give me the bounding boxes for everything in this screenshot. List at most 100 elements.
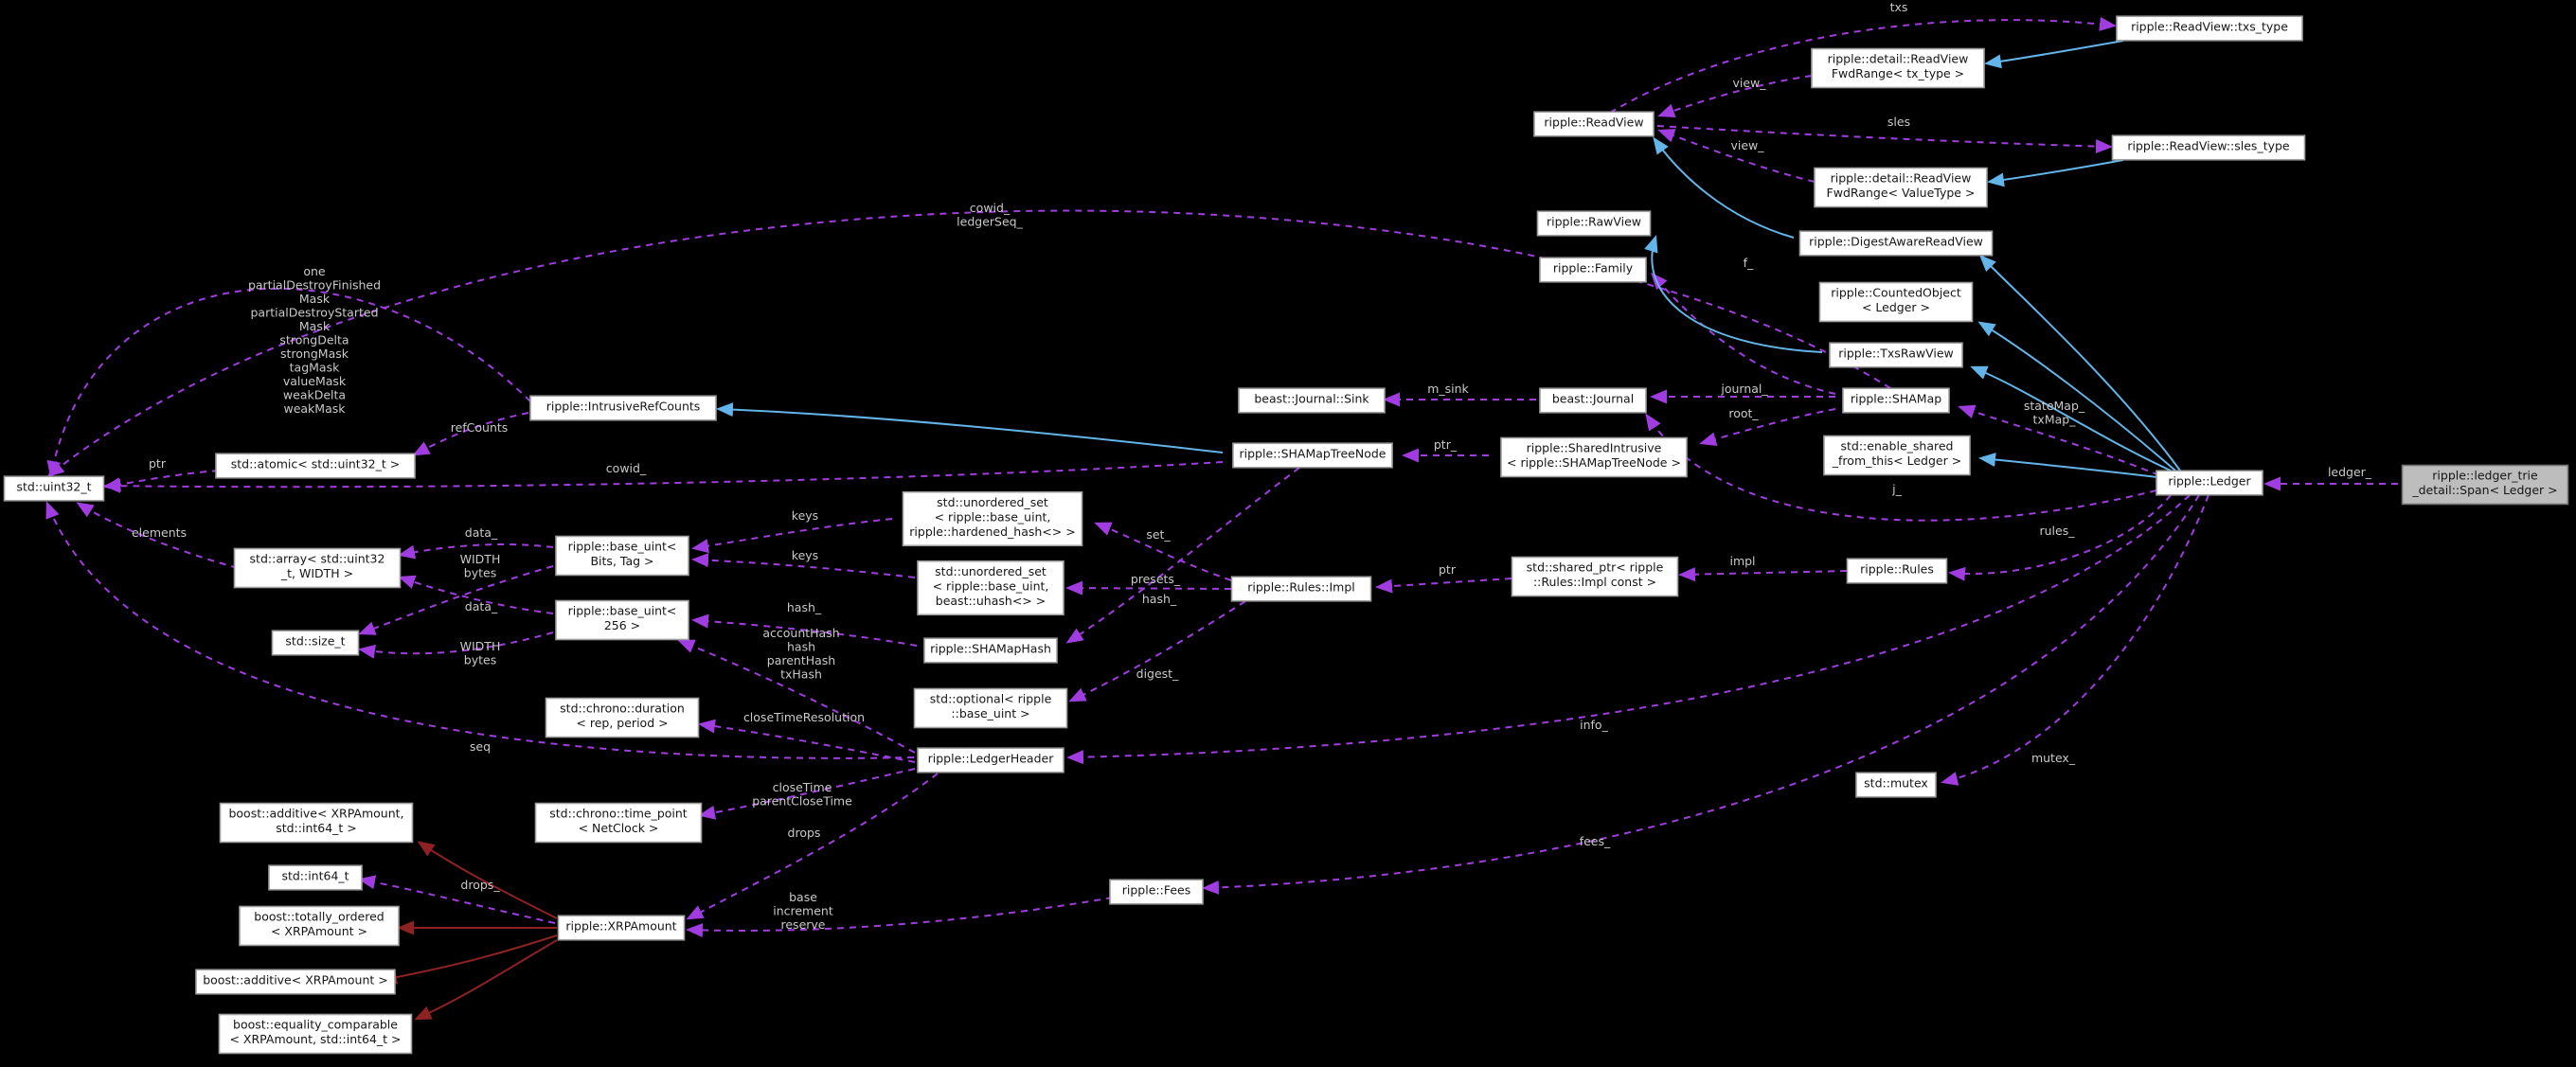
svg-text:ptr: ptr [1439, 562, 1457, 577]
node-shared-ptr-rules[interactable]: std::shared_ptr< ripple::Rules::Impl con… [1511, 556, 1679, 597]
svg-text:ripple::base_uint<Bits, Tag >: ripple::base_uint<Bits, Tag > [568, 540, 677, 569]
node-shamaptreenode[interactable]: ripple::SHAMapTreeNode [1232, 442, 1393, 469]
node-atomic-uint32[interactable]: std::atomic< std::uint32_t > [215, 453, 416, 479]
node-array[interactable]: std::array< std::uint32_t, WIDTH > [233, 547, 402, 589]
node-countedobject[interactable]: ripple::CountedObject< Ledger > [1818, 281, 1974, 323]
svg-text:data_: data_ [465, 525, 498, 540]
svg-text:ripple::TxsRawView: ripple::TxsRawView [1838, 346, 1954, 360]
edge-label-lbl-f: f_ [1744, 256, 1754, 270]
svg-text:boost::totally_ordered< XRPAmo: boost::totally_ordered< XRPAmount > [254, 910, 384, 939]
edge-inh-digest [1653, 136, 1795, 239]
edge-label-lbl-keys2: keys [792, 548, 818, 562]
svg-text:hash_: hash_ [1142, 592, 1177, 606]
svg-text:digest_: digest_ [1136, 667, 1179, 681]
node-fees[interactable]: ripple::Fees [1109, 879, 1204, 905]
edge-mutex [1941, 494, 2209, 786]
edge-inh-ledger-enable [1978, 453, 2158, 478]
node-base-uint-256[interactable]: ripple::base_uint<256 > [555, 599, 689, 641]
node-uint32[interactable]: std::uint32_t [3, 475, 105, 502]
edge-impl [1678, 567, 1848, 582]
svg-text:ripple::SHAMap: ripple::SHAMap [1851, 391, 1941, 405]
svg-text:cowid_ledgerSeq_: cowid_ledgerSeq_ [957, 201, 1023, 229]
svg-text:beast::Journal::Sink: beast::Journal::Sink [1254, 391, 1369, 405]
edge-refcounts [412, 412, 529, 456]
node-rawview[interactable]: ripple::RawView [1536, 210, 1652, 237]
node-boost-equality[interactable]: boost::equality_comparable< XRPAmount, s… [218, 1013, 413, 1055]
node-shamaphash[interactable]: ripple::SHAMapHash [923, 637, 1058, 664]
svg-text:refCounts: refCounts [451, 420, 509, 435]
node-span-ledger[interactable]: ripple::ledger_trie_detail::Span< Ledger… [2401, 464, 2569, 506]
node-boost-additive-int64[interactable]: boost::additive< XRPAmount,std::int64_t … [219, 802, 414, 844]
svg-text:ripple::LedgerHeader: ripple::LedgerHeader [928, 751, 1055, 765]
edge-label-lbl-view-value: view_ [1730, 138, 1764, 152]
node-ledger[interactable]: ripple::Ledger [2156, 470, 2263, 496]
node-base-uint-bits[interactable]: ripple::base_uint<Bits, Tag > [555, 535, 689, 577]
edge-keys-hardened [691, 518, 893, 554]
svg-text:std::shared_ptr< ripple::Rules: std::shared_ptr< ripple::Rules::Impl con… [1527, 560, 1664, 590]
node-family[interactable]: ripple::Family [1539, 257, 1647, 283]
node-txsrawview[interactable]: ripple::TxsRawView [1829, 342, 1963, 368]
svg-text:sles: sles [1887, 115, 1910, 129]
edge-label-lbl-hash-256: hash_ [787, 600, 822, 614]
svg-text:root_: root_ [1728, 406, 1759, 420]
node-int64[interactable]: std::int64_t [268, 864, 363, 891]
node-mutex[interactable]: std::mutex [1855, 772, 1937, 798]
node-journal[interactable]: beast::Journal [1539, 387, 1647, 414]
svg-text:keys: keys [792, 508, 818, 523]
node-sharedintrusive[interactable]: ripple::SharedIntrusive< ripple::SHAMapT… [1500, 436, 1688, 478]
node-time-point[interactable]: std::chrono::time_point< NetClock > [534, 802, 703, 844]
node-boost-totally-ordered[interactable]: boost::totally_ordered< XRPAmount > [239, 905, 400, 947]
svg-text:keys: keys [792, 548, 818, 562]
edge-label-lbl-presets: presets_ [1131, 572, 1181, 586]
node-sles-type[interactable]: ripple::ReadView::sles_type [2111, 134, 2306, 161]
edge-label-lbl-drops: drops_ [460, 878, 500, 892]
svg-text:ripple::CountedObject< Ledger: ripple::CountedObject< Ledger > [1831, 286, 1961, 315]
svg-text:cowid_: cowid_ [606, 461, 647, 475]
svg-text:std::uint32_t: std::uint32_t [16, 479, 91, 493]
svg-text:view_: view_ [1730, 138, 1764, 152]
node-enable-shared[interactable]: std::enable_shared_from_this< Ledger > [1823, 435, 1971, 476]
node-journal-sink[interactable]: beast::Journal::Sink [1238, 387, 1386, 414]
edge-fees [1202, 494, 2200, 895]
node-txs-type[interactable]: ripple::ReadView::txs_type [2116, 15, 2303, 42]
node-optional-base-uint[interactable]: std::optional< ripple::base_uint > [913, 687, 1068, 729]
nodes-layer: ripple::ReadView::txs_typeripple::detail… [3, 15, 2569, 1055]
node-boost-additive[interactable]: boost::additive< XRPAmount > [195, 969, 396, 995]
node-readview[interactable]: ripple::ReadView [1533, 111, 1655, 137]
edge-statemap [1958, 404, 2160, 476]
svg-text:std::optional< ripple::base_ui: std::optional< ripple::base_uint > [930, 692, 1052, 721]
svg-text:rules_: rules_ [2040, 524, 2076, 538]
svg-text:ripple::SharedIntrusive< rippl: ripple::SharedIntrusive< ripple::SHAMapT… [1507, 441, 1681, 471]
svg-text:ripple::RawView: ripple::RawView [1547, 214, 1641, 228]
node-xrpamount[interactable]: ripple::XRPAmount [557, 915, 686, 941]
node-size-t[interactable]: std::size_t [271, 630, 360, 656]
svg-text:boost::additive< XRPAmount,std: boost::additive< XRPAmount,std::int64_t … [228, 807, 403, 836]
node-digestawarereadview[interactable]: ripple::DigestAwareReadView [1798, 230, 1994, 257]
edge-hash-treenode [1065, 467, 1300, 644]
edge-label-lbl-impl: impl [1729, 554, 1755, 568]
edge-inh-treenode [716, 402, 1224, 453]
edge-label-lbl-seq: seq [470, 739, 491, 754]
svg-text:journal_: journal_ [1720, 382, 1768, 396]
node-uset-hardened[interactable]: std::unordered_set< ripple::base_uint,ri… [902, 490, 1083, 547]
node-uset-uhash[interactable]: std::unordered_set< ripple::base_uint,be… [917, 560, 1064, 616]
svg-text:ripple::ReadView: ripple::ReadView [1544, 115, 1643, 129]
edge-label-lbl-j: j_ [1891, 482, 1902, 496]
edge-label-lbl-rules: rules_ [2040, 524, 2076, 538]
node-chrono-duration[interactable]: std::chrono::duration< rep, period > [545, 697, 700, 738]
node-intrusiverefcounts[interactable]: ripple::IntrusiveRefCounts [529, 395, 717, 421]
node-rules[interactable]: ripple::Rules [1846, 558, 1948, 584]
node-rules-impl[interactable]: ripple::Rules::Impl [1230, 576, 1372, 602]
node-shamap[interactable]: ripple::SHAMap [1842, 387, 1950, 414]
node-ledgerheader[interactable]: ripple::LedgerHeader [917, 747, 1064, 774]
svg-text:impl: impl [1729, 554, 1755, 568]
